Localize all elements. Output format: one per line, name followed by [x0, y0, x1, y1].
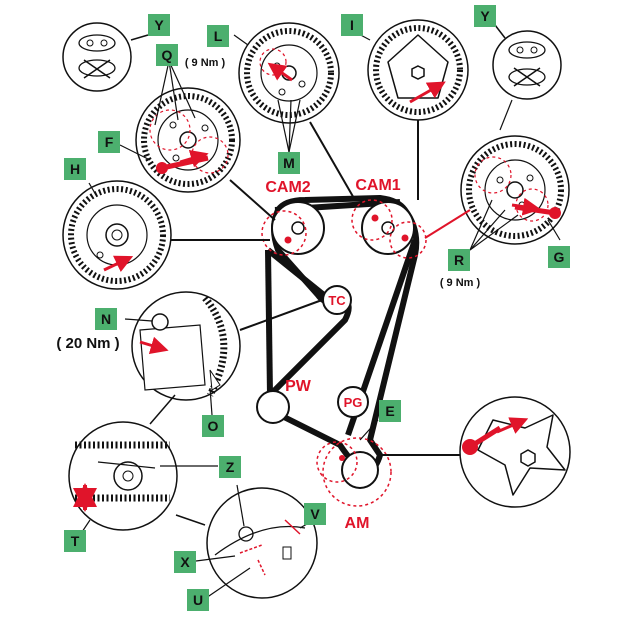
svg-text:Y: Y: [480, 8, 490, 24]
label-f: F: [98, 131, 120, 153]
label-cam1: CAM1: [355, 177, 400, 194]
label-l: L: [207, 25, 229, 47]
detail-r-gear: [424, 99, 570, 251]
label-y-right: Y: [474, 5, 496, 27]
label-q: Q: [156, 44, 178, 66]
svg-text:Y: Y: [154, 17, 164, 33]
water-pump-pulley: [256, 390, 290, 424]
detail-x-marks: [195, 484, 318, 599]
tensioner-pulley: [322, 285, 352, 315]
torque-q: ( 9 Nm ): [185, 57, 226, 69]
svg-text:U: U: [193, 592, 203, 608]
svg-text:E: E: [385, 403, 394, 419]
svg-text:O: O: [208, 418, 219, 434]
torque-r: ( 9 Nm ): [440, 277, 481, 289]
detail-y-left: [62, 22, 149, 92]
svg-text:X: X: [180, 554, 190, 570]
crankshaft-pulley: [316, 437, 392, 507]
label-g: G: [548, 246, 570, 268]
label-h: H: [64, 158, 86, 180]
label-e: E: [379, 400, 401, 422]
svg-text:H: H: [70, 161, 80, 177]
label-cam2: CAM2: [265, 179, 310, 196]
label-t: T: [64, 530, 86, 552]
label-m: M: [278, 152, 300, 174]
label-u: U: [187, 589, 209, 611]
svg-text:Q: Q: [162, 47, 173, 63]
detail-y-right: [492, 24, 562, 100]
cam2-pulley: [261, 201, 325, 256]
idler-pg-pulley: [337, 386, 369, 418]
detail-i-gear: [354, 19, 469, 200]
svg-text:I: I: [350, 17, 354, 33]
label-x: X: [174, 551, 196, 573]
cam1-pulley: [351, 199, 427, 259]
label-r: R: [448, 249, 470, 271]
svg-text:G: G: [554, 249, 565, 265]
detail-l-gear: [233, 22, 356, 201]
svg-text:N: N: [101, 311, 111, 327]
label-pw: PW: [285, 378, 312, 395]
belt-span-cam2-tc: [266, 247, 332, 303]
label-z: Z: [219, 456, 241, 478]
label-tc: TC: [328, 293, 346, 308]
svg-text:L: L: [214, 28, 223, 44]
label-y-left: Y: [148, 14, 170, 36]
detail-h-gear: [62, 180, 270, 290]
label-o: O: [202, 415, 224, 437]
detail-q-gear: [119, 60, 276, 221]
svg-text:Z: Z: [226, 459, 235, 475]
svg-text:M: M: [283, 155, 295, 171]
label-am: AM: [345, 515, 370, 532]
detail-e-lock: [359, 396, 571, 508]
svg-text:V: V: [310, 506, 320, 522]
svg-text:T: T: [71, 533, 80, 549]
torque-n: ( 20 Nm ): [56, 335, 119, 352]
svg-text:F: F: [105, 134, 114, 150]
detail-z-tensioner: [68, 394, 218, 536]
label-v: V: [304, 503, 326, 525]
detail-n-crank: [124, 291, 323, 416]
belt-span-left: [265, 249, 273, 396]
label-n: N: [95, 308, 117, 330]
label-i: I: [341, 14, 363, 36]
svg-text:R: R: [454, 252, 464, 268]
label-pg: PG: [344, 395, 363, 410]
